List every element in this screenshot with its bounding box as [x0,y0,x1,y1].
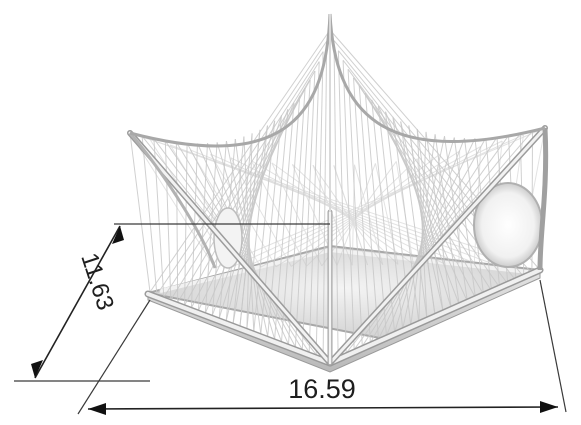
cable-strand [230,134,524,269]
cable-strand [400,121,428,319]
cable-strand [337,50,347,354]
cable-strand [211,109,289,316]
cable-strand [250,160,307,267]
cable-strand [416,128,444,312]
cable-strand [292,164,399,265]
spire-right-edge [328,13,546,144]
cable-strand [351,164,355,266]
structural-edges [127,125,549,367]
width-dimension-label: 16.59 [288,374,356,404]
cable-strand [225,120,276,321]
ridge-beam-left-hi [128,131,332,365]
cable-strand [197,143,289,345]
cable-strand [385,111,412,326]
cable-strand [251,160,429,265]
cable-strand [246,125,268,329]
cable-strand [149,29,331,293]
cable-strand [444,136,468,302]
cable-strand [294,79,311,347]
width-extension-right [539,279,567,413]
cable-strand [308,61,320,353]
dimension-width: 16.59 [77,279,567,415]
cable-strand [374,163,399,265]
right-arch-edge [537,127,549,271]
cable-strand [281,95,301,342]
width-arrow-right [540,401,558,413]
cable-strand [260,146,482,268]
cable-strand [245,140,503,268]
cable-strand [392,116,452,309]
cable-strand [129,132,151,293]
width-dimension-line [87,406,559,410]
edge-beam-front-left-hi [146,292,332,365]
cable-strand [164,140,172,300]
cable-strand [210,153,460,264]
cable-strand [210,153,277,268]
cable-strand [129,132,216,269]
cable-strand [418,131,427,322]
cable-strand [378,138,476,340]
depth-dimension-label: 11.63 [75,250,119,314]
cable-strand [458,151,461,264]
cable-strand [322,41,328,358]
central-spire [129,13,546,212]
cable-strand [354,164,384,265]
spire-left-edge [129,13,332,148]
cable-strand [175,142,179,303]
ridge-beam-right-hi [328,126,547,365]
width-extension-left [77,299,151,415]
left-arch-edge [128,132,217,269]
cable-strand [177,70,316,303]
depth-dimension-line [34,225,121,379]
cable-strand [312,165,353,266]
cable-strand [353,135,509,350]
cable-strand [214,127,546,269]
cable-strand [402,136,445,329]
edge-beam-front-right-hi [328,268,542,365]
cable-strand [230,157,292,267]
depth-arrow-top [112,226,124,244]
cable-strand [191,87,306,308]
cable-strand [225,140,269,337]
cable-strand [271,162,323,267]
cable-strand [198,143,208,311]
cable-strand [361,136,498,347]
depth-arrow-bottom [31,360,43,378]
cable-strand [163,51,324,298]
cable-strand [170,61,320,301]
cable-strand [184,79,311,306]
cable-strand [141,136,158,295]
width-arrow-left [88,403,106,415]
cable-strand [301,70,316,350]
cable-strand [315,51,324,355]
cable-strand [207,143,282,342]
cable-strand [288,87,306,345]
cable-strand [395,161,414,265]
